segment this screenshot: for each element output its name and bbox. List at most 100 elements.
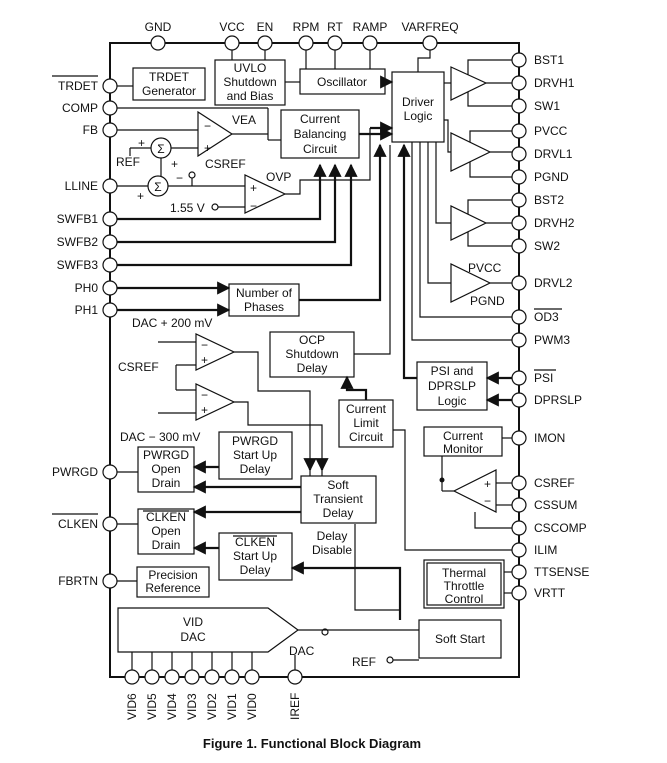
- pin-vid5: [144, 669, 160, 685]
- pin-fbrtn: [102, 573, 118, 589]
- svg-text:−: −: [201, 388, 208, 402]
- svg-text:−: −: [250, 199, 257, 213]
- pin-drvl2: [511, 275, 527, 291]
- pin-lline-label: LLINE: [65, 179, 98, 193]
- svg-text:Monitor: Monitor: [443, 442, 483, 456]
- svg-text:TRDET: TRDET: [149, 70, 190, 84]
- number-of-phases-block: Number of Phases: [228, 283, 300, 317]
- vea-label: VEA: [232, 113, 256, 127]
- uvlo-block: UVLO Shutdown and Bias: [214, 59, 286, 106]
- svg-text:and Bias: and Bias: [227, 89, 274, 103]
- svg-text:Σ: Σ: [154, 180, 161, 194]
- svg-text:PWRGD: PWRGD: [232, 434, 278, 448]
- pin-cssum-label: CSSUM: [534, 498, 577, 512]
- chip-outline: [109, 42, 520, 678]
- pin-ph0: [102, 280, 118, 296]
- pin-ttsense-label: TTSENSE: [534, 565, 589, 579]
- pin-vcc-label: VCC: [219, 20, 245, 34]
- svg-text:Precision: Precision: [148, 568, 197, 582]
- oscillator-block: Oscillator: [299, 68, 386, 95]
- pin-drvl2-label: DRVL2: [534, 276, 573, 290]
- pin-rt-label: RT: [327, 20, 343, 34]
- pin-varfreq-label: VARFREQ: [401, 20, 458, 34]
- pin-dprslp-label: DPRSLP: [534, 393, 582, 407]
- svg-text:Delay: Delay: [323, 506, 354, 520]
- pin-drvh2: [511, 215, 527, 231]
- svg-text:DPRSLP: DPRSLP: [428, 379, 476, 393]
- pin-comp-label: COMP: [62, 101, 98, 115]
- svg-text:Phases: Phases: [244, 300, 284, 314]
- pin-ph1: [102, 302, 118, 318]
- svg-text:Σ: Σ: [157, 142, 164, 156]
- pin-pvcc-label: PVCC: [534, 124, 568, 138]
- sigma-summer-1: Σ + + REF: [116, 136, 178, 171]
- precision-reference-block: Precision Reference: [136, 566, 210, 598]
- pin-trdet: [102, 78, 118, 94]
- ovp-window-comparator-high: − + DAC + 200 mV: [132, 316, 236, 371]
- pin-vid3: [184, 669, 200, 685]
- svg-text:Shutdown: Shutdown: [223, 75, 276, 89]
- pin-trdet-label: TRDET: [58, 79, 99, 93]
- pin-vid2-label: VID2: [205, 693, 219, 720]
- svg-text:Generator: Generator: [142, 84, 196, 98]
- v155-label: 1.55 V: [170, 201, 205, 215]
- pin-swfb1: [102, 211, 118, 227]
- pin-od3-label: OD3: [534, 310, 559, 324]
- pin-drvl1: [511, 146, 527, 162]
- pin-rpm: [298, 35, 314, 51]
- svg-text:Driver: Driver: [402, 95, 434, 109]
- csref-label-a: CSREF: [205, 157, 246, 171]
- delay-disable-label-1: Delay: [317, 529, 348, 543]
- dac-label: DAC: [289, 644, 315, 658]
- current-sense-amplifier: + −: [452, 469, 497, 513]
- svg-text:Soft Start: Soft Start: [435, 632, 486, 646]
- ovp-window-comparator-low: − + CSREF DAC − 300 mV: [118, 360, 236, 444]
- svg-text:Delay: Delay: [240, 563, 271, 577]
- svg-text:Control: Control: [445, 592, 484, 606]
- svg-text:Start Up: Start Up: [233, 549, 277, 563]
- pin-en-label: EN: [257, 20, 274, 34]
- svg-text:+: +: [201, 353, 208, 367]
- svg-text:Limit: Limit: [353, 416, 379, 430]
- pin-drvl1-label: DRVL1: [534, 147, 573, 161]
- pin-rt: [327, 35, 343, 51]
- pin-psi-label: PSI: [534, 371, 553, 385]
- pin-ilim: [511, 542, 527, 558]
- svg-text:Circuit: Circuit: [303, 142, 338, 156]
- pin-clken: [102, 516, 118, 532]
- pin-drvh1: [511, 75, 527, 91]
- pvcc-label: PVCC: [468, 261, 502, 275]
- ocp-shutdown-block: OCP Shutdown Delay: [269, 331, 355, 378]
- pwrgd-open-drain-block: PWRGD Open Drain: [137, 446, 195, 493]
- pin-drvh2-label: DRVH2: [534, 216, 575, 230]
- svg-text:−: −: [484, 494, 491, 508]
- delay-disable-label-2: Disable: [312, 543, 352, 557]
- pin-swfb3-label: SWFB3: [57, 258, 99, 272]
- left-pins: TRDET COMP FB LLINE SWFB1 SWFB2 SWFB3 PH…: [52, 75, 118, 589]
- ovp-label: OVP: [266, 170, 291, 184]
- pin-cssum: [511, 497, 527, 513]
- pin-varfreq: [422, 35, 438, 51]
- clken-open-drain-block: CLKEN Open Drain: [137, 508, 195, 555]
- pin-vrtt-label: VRTT: [534, 586, 566, 600]
- svg-text:−: −: [201, 338, 208, 352]
- pin-swfb3: [102, 257, 118, 273]
- pin-bst2-label: BST2: [534, 193, 564, 207]
- svg-text:Number of: Number of: [236, 286, 293, 300]
- svg-text:Thermal: Thermal: [442, 566, 486, 580]
- pin-imon-label: IMON: [534, 431, 565, 445]
- pin-csref: [511, 475, 527, 491]
- pwrgd-startup-delay-block: PWRGD Start Up Delay: [218, 431, 293, 480]
- current-limit-block: Current Limit Circuit: [338, 399, 394, 448]
- pin-vid5-label: VID5: [145, 693, 159, 720]
- pin-bst1-label: BST1: [534, 53, 564, 67]
- pin-rpm-label: RPM: [293, 20, 320, 34]
- svg-text:Throttle: Throttle: [444, 579, 485, 593]
- svg-text:PWRGD: PWRGD: [143, 448, 189, 462]
- svg-text:Shutdown: Shutdown: [285, 347, 338, 361]
- svg-text:Delay: Delay: [240, 462, 271, 476]
- svg-text:+: +: [171, 157, 178, 171]
- svg-text:OCP: OCP: [299, 333, 325, 347]
- svg-text:CLKEN: CLKEN: [146, 510, 186, 524]
- svg-text:Current: Current: [300, 112, 341, 126]
